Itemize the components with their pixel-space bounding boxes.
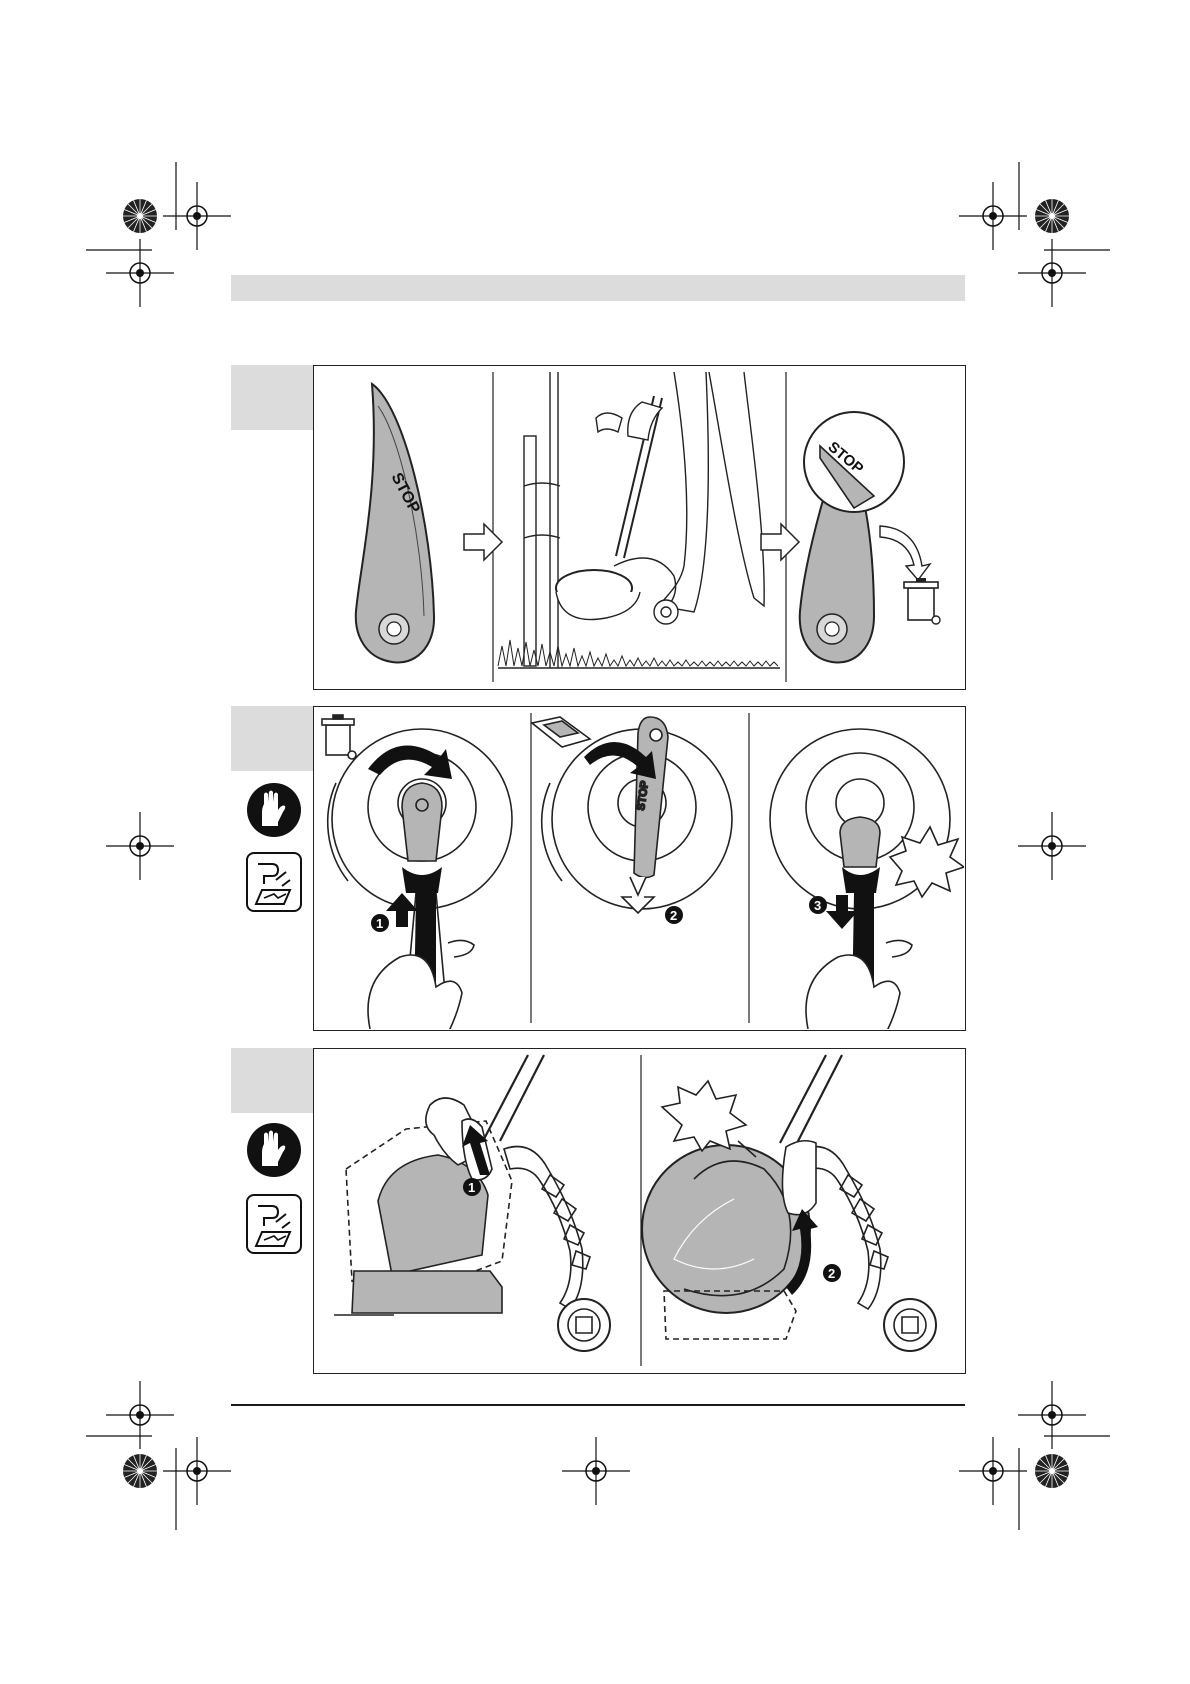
- figure-guard-adjust-drawing: 1 2: [314, 1049, 964, 1372]
- step-badge-2: 2: [665, 906, 683, 924]
- footer-rule: [231, 1404, 965, 1406]
- figure-label-box: [231, 365, 313, 430]
- step-badge-1: 1: [371, 914, 389, 932]
- figure-label-box: [231, 706, 313, 771]
- worn-blade-illustration: STOP: [800, 412, 940, 663]
- lock-blade-step: [770, 729, 964, 1029]
- figure-guard-adjust: 1 2: [313, 1048, 966, 1374]
- click-burst-icon: [662, 1081, 746, 1151]
- header-band: [231, 275, 965, 301]
- waste-bin-icon: [904, 578, 940, 624]
- figure-blade-wear-drawing: STOP: [314, 366, 964, 688]
- figure-blade-replacement-drawing: 1 STOP 2: [314, 707, 964, 1029]
- step-number: 1: [468, 1180, 475, 1195]
- step-number: 2: [828, 1266, 835, 1281]
- step-badge-2: 2: [823, 1264, 841, 1282]
- figure-label-box: [231, 1048, 313, 1113]
- step-number: 1: [376, 916, 383, 931]
- waste-bin-icon: [322, 715, 356, 759]
- curved-arrow-icon: [880, 526, 930, 580]
- blade-pack-icon: [532, 717, 590, 747]
- figure-blade-replacement: 1 STOP 2: [313, 706, 966, 1031]
- release-guard-step: [334, 1055, 610, 1351]
- gloves-icon: [246, 1122, 302, 1178]
- new-blade-illustration: STOP: [356, 384, 434, 663]
- rotate-guard-step: [642, 1055, 936, 1351]
- step-number: 3: [814, 898, 821, 913]
- step-number: 2: [670, 908, 677, 923]
- gloves-icon: [246, 782, 302, 838]
- insert-blade-step: STOP: [532, 717, 732, 913]
- read-manual-icon: [246, 1194, 302, 1254]
- step-badge-1: 1: [463, 1178, 481, 1196]
- trimming-scene: [498, 372, 780, 668]
- remove-blade-step: [322, 715, 512, 1029]
- step-badge-3: 3: [809, 896, 827, 914]
- figure-blade-wear: STOP: [313, 365, 966, 690]
- read-manual-icon: [246, 852, 302, 912]
- arrow-right-icon: [464, 524, 502, 560]
- arrow-right-icon: [761, 524, 799, 560]
